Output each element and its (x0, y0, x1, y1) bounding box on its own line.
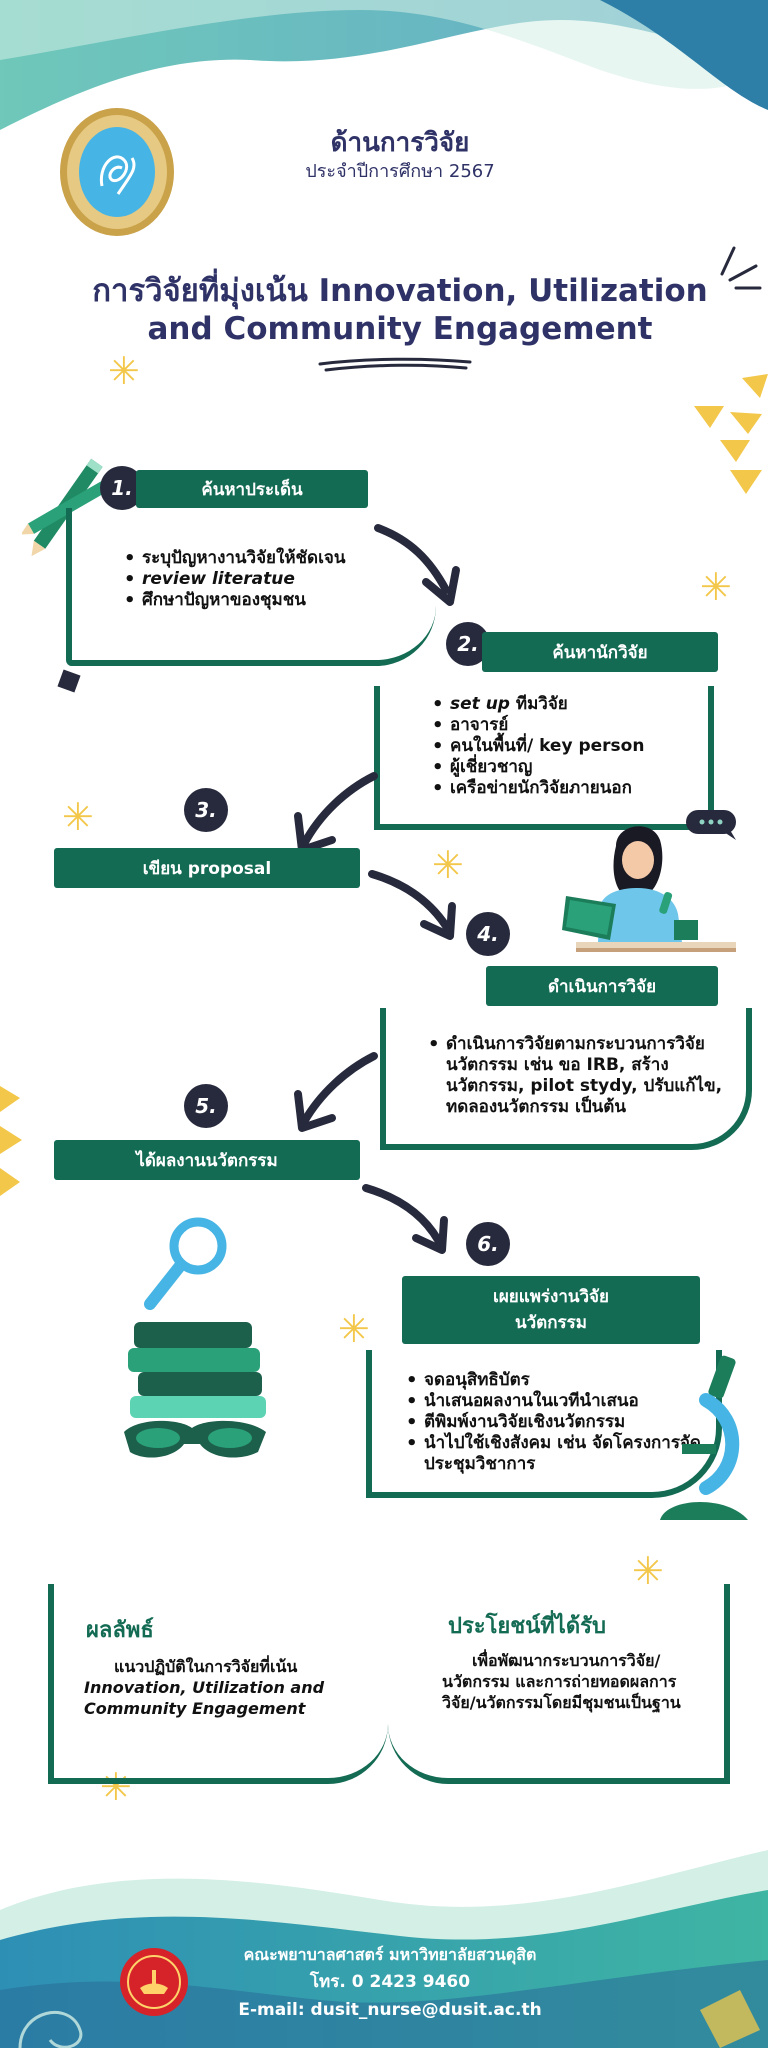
bottom-wave-decoration (0, 1850, 768, 2048)
sparkle-icon: ✳ (108, 349, 140, 393)
page-title-line2: and Community Engagement (147, 311, 653, 347)
university-logo (58, 106, 176, 238)
sparkle-icon: ✳ (62, 795, 94, 839)
books-illustration (124, 1217, 266, 1458)
step-6-title: เผยแพร่งานวิจัย นวัตกรรม (402, 1276, 700, 1344)
faculty-name: คณะพยาบาลศาสตร์ มหาวิทยาลัยสวนดุสิต (243, 1945, 537, 1964)
outcome-text-thai: แนวปฏิบัติในการวิจัยที่เน้น (114, 1657, 298, 1676)
triangles-decoration-left (0, 1086, 22, 1196)
title-underline-scribble (318, 357, 472, 372)
step-5-title: ได้ผลงานนวัตกรรม (54, 1140, 360, 1180)
arrow-step4-to-5-icon (294, 1052, 378, 1132)
step-1-list: ระบุปัญหางานวิจัยให้ชัดเจน review litera… (124, 548, 424, 611)
sparkle-icon: ✳ (338, 1307, 370, 1351)
list-item: เครือข่ายนักวิจัยภายนอก (432, 778, 712, 799)
benefit-text: เพื่อพัฒนากระบวนการวิจัย/นวัตกรรม และการ… (442, 1651, 681, 1712)
list-item: อาจารย์ (432, 715, 712, 736)
list-item: ศึกษาปัญหาของชุมชน (124, 590, 424, 611)
outcome-frame (48, 1584, 388, 1784)
list-item: นำเสนอผลงานในเวทีนำเสนอ (406, 1391, 708, 1412)
benefit-title: ประโยชน์ที่ได้รับ (448, 1614, 606, 1639)
step-2-list: set up ทีมวิจัย อาจารย์ คนในพื้นที่/ key… (432, 694, 712, 799)
list-item: คนในพื้นที่/ key person (432, 736, 712, 757)
team-text: ทีมวิจัย (515, 694, 568, 714)
set-up-text: set up (450, 694, 510, 714)
faculty-logo (120, 1948, 188, 2016)
page-title-line1: การวิจัยที่มุ่งเน้น Innovation, Utilizat… (92, 273, 708, 309)
step-1-title: ค้นหาประเด็น (136, 470, 368, 508)
outcome-title: ผลลัพธ์ (86, 1618, 154, 1643)
list-item: ดำเนินการวิจัยตามกระบวนการวิจัยนวัตกรรม … (428, 1034, 734, 1118)
pencil-icon (22, 458, 109, 557)
list-item: นำไปใช้เชิงสังคม เช่น จัดโครงการจัดประชุ… (406, 1433, 708, 1475)
step-6-frame (366, 1350, 722, 1498)
step-4-list: ดำเนินการวิจัยตามกระบวนการวิจัยนวัตกรรม … (428, 1034, 734, 1118)
microscope-illustration (660, 1355, 748, 1520)
title-accent-lines (720, 246, 762, 290)
email-address: E-mail: dusit_nurse@dusit.ac.th (238, 2000, 542, 2020)
arrow-step5-to-6-icon (362, 1184, 448, 1254)
step-5-number: 5. (184, 1084, 228, 1128)
step-4-title: ดำเนินการวิจัย (486, 966, 718, 1006)
outcome-text: แนวปฏิบัติในการวิจัยที่เน้น Innovation, … (84, 1656, 360, 1719)
list-item: review literatue (124, 569, 424, 590)
footer-contact: คณะพยาบาลศาสตร์ มหาวิทยาลัยสวนดุสิต โทร.… (210, 1942, 570, 2024)
list-item: จดอนุสิทธิบัตร (406, 1370, 708, 1391)
phone-number: โทร. 0 2423 9460 (309, 1972, 471, 1992)
step-1-tail (57, 669, 81, 693)
academic-year: ประจำปีการศึกษา 2567 (305, 161, 495, 182)
list-item: ผู้เชี่ยวชาญ (432, 757, 712, 778)
step-6-title-line2: นวัตกรรม (515, 1313, 587, 1333)
step-6-title-line1: เผยแพร่งานวิจัย (493, 1287, 609, 1307)
sparkle-icon: ✳ (432, 843, 464, 887)
arrow-step1-to-2-icon (374, 524, 460, 606)
outcome-text-english: Innovation, Utilization and Community En… (84, 1678, 325, 1718)
arrow-step2-to-3-icon (294, 772, 378, 854)
list-item: set up ทีมวิจัย (432, 694, 712, 715)
step-2-title: ค้นหานักวิจัย (482, 632, 718, 672)
step-6-list: จดอนุสิทธิบัตร นำเสนอผลงานในเวทีนำเสนอ ต… (406, 1370, 708, 1475)
list-item: ระบุปัญหางานวิจัยให้ชัดเจน (124, 548, 424, 569)
step-4-number: 4. (466, 912, 510, 956)
triangles-decoration-right (694, 374, 768, 494)
step-3-number: 3. (184, 788, 228, 832)
step-6-number: 6. (466, 1222, 510, 1266)
sparkle-icon: ✳ (700, 565, 732, 609)
step-3-title: เขียน proposal (54, 848, 360, 888)
researcher-illustration (562, 826, 736, 952)
step-1-frame (66, 508, 436, 666)
page-title: การวิจัยที่มุ่งเน้น Innovation, Utilizat… (70, 272, 730, 348)
top-wave-decoration (0, 0, 768, 130)
step-2-number: 2. (446, 622, 490, 666)
speech-bubble-icon (686, 810, 736, 840)
step-4-frame (380, 1008, 752, 1150)
sparkle-icon: ✳ (632, 1549, 664, 1593)
list-item: ตีพิมพ์งานวิจัยเชิงนวัตกรรม (406, 1412, 708, 1433)
section-label: ด้านการวิจัย (330, 128, 470, 158)
benefit-frame (388, 1584, 730, 1784)
arrow-step3-to-4-icon (368, 870, 456, 940)
